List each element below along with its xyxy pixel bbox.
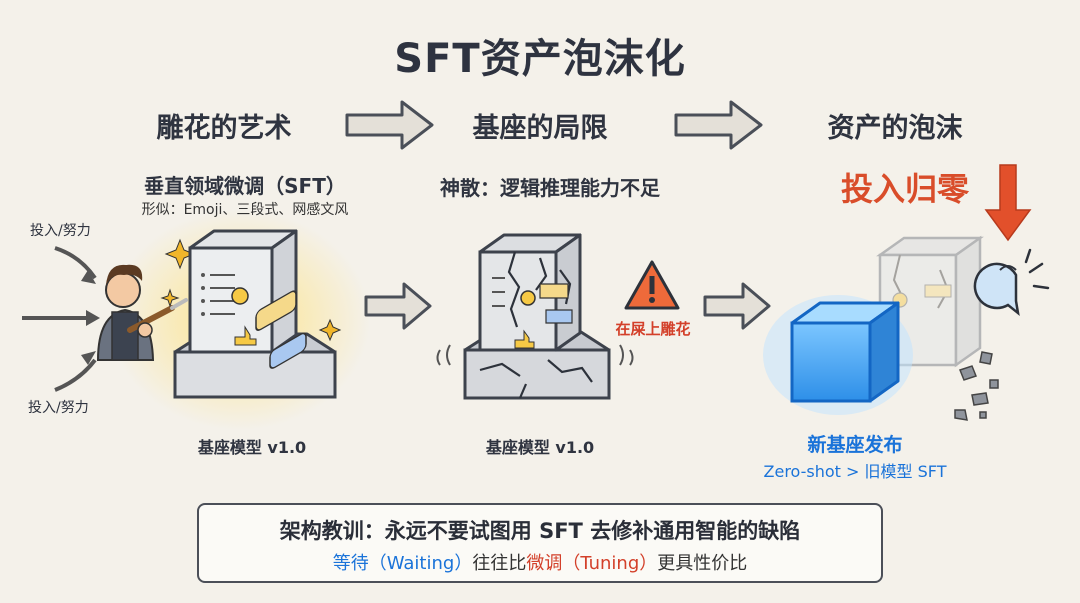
sparkle-icon bbox=[160, 238, 342, 342]
panel1-heading: 垂直领域微调（SFT） bbox=[144, 174, 346, 198]
stage-label-bubble: 资产的泡沫 bbox=[827, 113, 963, 144]
lesson-title: 架构教训：永远不要试图用 SFT 去修补通用智能的缺陷 bbox=[279, 519, 801, 543]
warning-label: 在屎上雕花 bbox=[615, 320, 691, 338]
page-title: SFT资产泡沫化 bbox=[394, 36, 686, 82]
stage-label-limit: 基座的局限 bbox=[472, 113, 608, 144]
emoji-icon bbox=[231, 287, 249, 305]
lesson-mid2: 更具性价比 bbox=[657, 553, 748, 574]
stage-label-craft: 雕花的艺术 bbox=[156, 113, 292, 144]
popped-bubble-icon bbox=[973, 248, 1050, 317]
flow-arrow-2 bbox=[703, 282, 771, 330]
craftsman-icon bbox=[96, 264, 188, 361]
flow-arrow-1 bbox=[364, 282, 432, 330]
effort-label-top: 投入/努力 bbox=[30, 223, 91, 239]
lesson-tuning: 微调（Tuning） bbox=[526, 553, 658, 574]
down-arrow-icon bbox=[984, 164, 1032, 242]
cracked-pedestal bbox=[436, 233, 634, 400]
lesson-subtitle: 等待（Waiting）往往比微调（Tuning）更具性价比 bbox=[199, 549, 881, 575]
effort-arrow-top bbox=[54, 246, 97, 280]
effort-label-bottom: 投入/努力 bbox=[28, 400, 89, 416]
stage-arrow-1 bbox=[345, 100, 434, 150]
investment-zero-label: 投入归零 bbox=[840, 170, 969, 208]
lesson-waiting: 等待（Waiting） bbox=[332, 553, 473, 574]
effort-arrow-bottom bbox=[54, 358, 97, 392]
panel2-heading: 神散：逻辑推理能力不足 bbox=[440, 176, 660, 200]
new-base-label: 新基座发布 bbox=[807, 434, 903, 456]
lesson-mid1: 往往比 bbox=[472, 553, 527, 574]
pedestal-1 bbox=[173, 229, 337, 399]
new-base-sublabel: Zero-shot > 旧模型 SFT bbox=[763, 462, 947, 481]
thumbs-up-icon bbox=[234, 325, 257, 346]
new-base-cube bbox=[763, 295, 913, 415]
panel1-subheading: 形似：Emoji、三段式、网感文风 bbox=[141, 202, 349, 218]
panel2-caption: 基座模型 v1.0 bbox=[485, 438, 595, 457]
panel1-caption: 基座模型 v1.0 bbox=[197, 438, 307, 457]
debris-icon bbox=[954, 351, 999, 421]
lesson-box: 架构教训：永远不要试图用 SFT 去修补通用智能的缺陷 等待（Waiting）往… bbox=[197, 503, 883, 583]
stage-arrow-2 bbox=[674, 100, 763, 150]
warning-icon bbox=[624, 260, 680, 310]
